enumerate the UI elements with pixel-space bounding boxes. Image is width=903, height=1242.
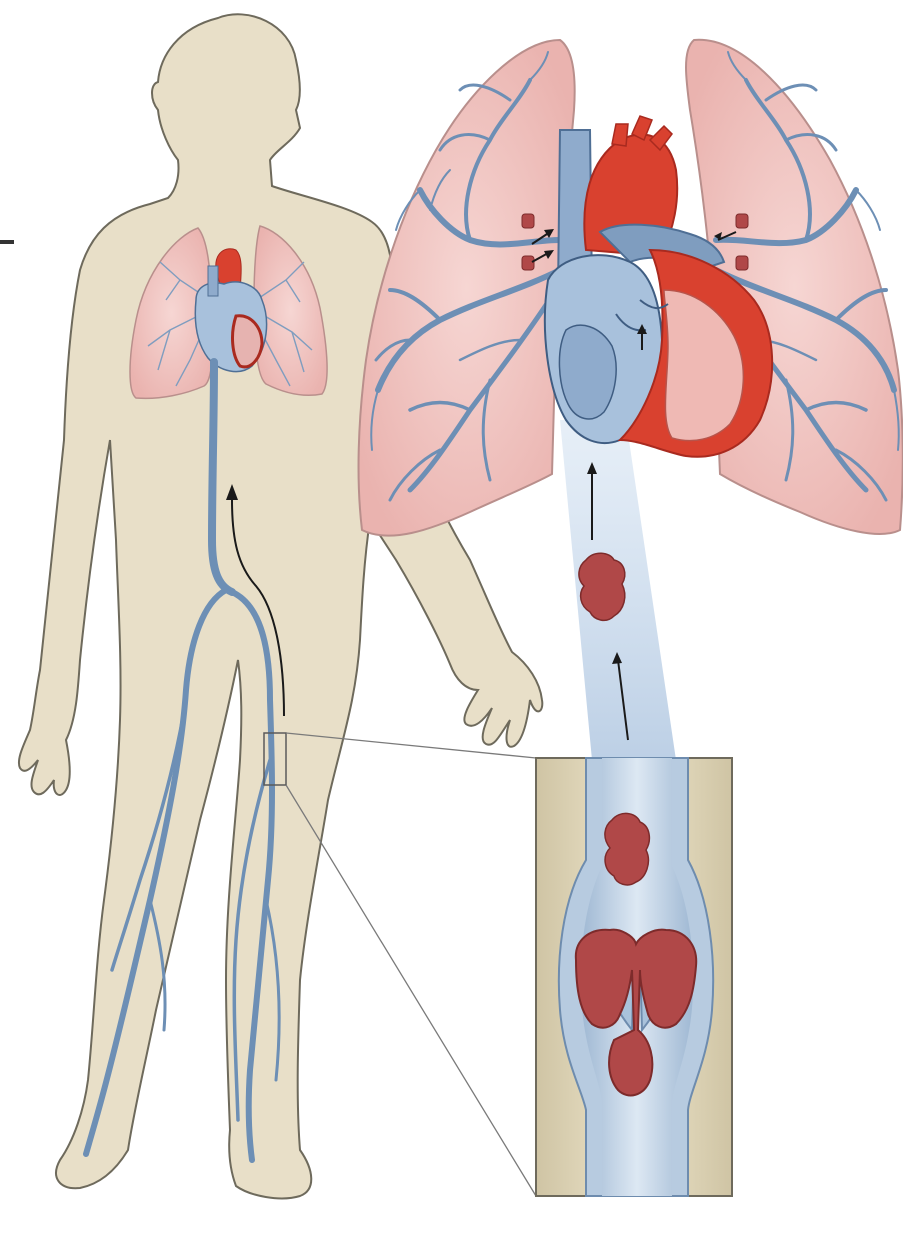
edge-dash (0, 240, 14, 244)
vein-embolus-fragment (605, 813, 649, 884)
magnified-vein-panel (536, 758, 732, 1196)
large-left-lung (359, 40, 575, 536)
torso-vena-cava (208, 266, 218, 296)
heart-right-ventricle-chamber (559, 325, 616, 419)
